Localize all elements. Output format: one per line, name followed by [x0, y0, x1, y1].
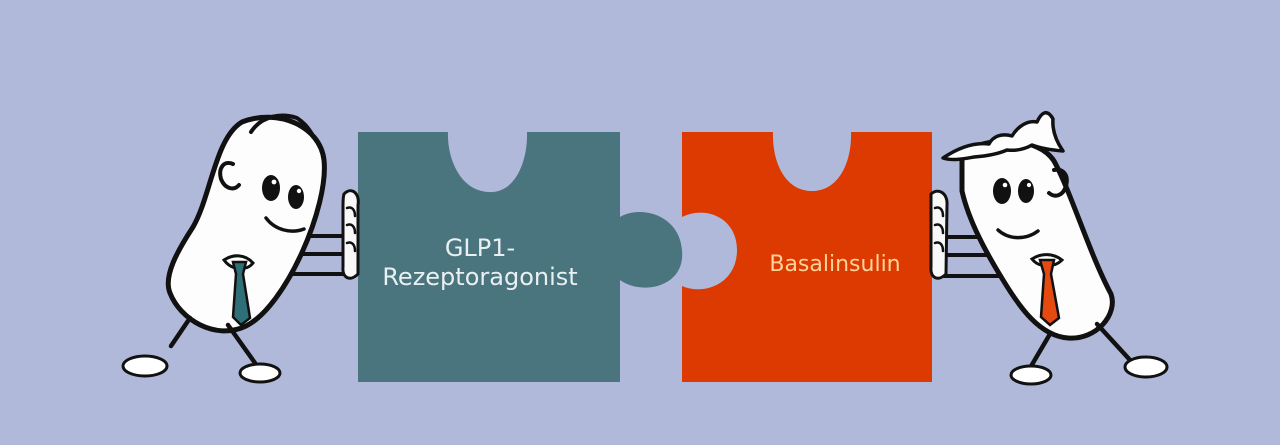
- right-character-hair: [941, 111, 1065, 162]
- right-character-eye-left-shine: [1002, 182, 1008, 188]
- right-character-foot-left: [1009, 364, 1053, 386]
- right-character-mouth: [996, 228, 1040, 240]
- right-character-eye-right: [1018, 179, 1034, 203]
- right-character-legs: [1027, 321, 1133, 371]
- right-character-hand-fingers: [933, 206, 945, 253]
- right-character-front-hand: [929, 189, 949, 280]
- left-character-foot-left: [121, 354, 169, 378]
- right-puzzle-label: Basalinsulin: [769, 252, 901, 277]
- right-character: [929, 111, 1169, 386]
- right-character-foot-right: [1123, 355, 1169, 379]
- left-character-foot-right: [238, 362, 282, 384]
- left-character-eye-right: [288, 185, 304, 209]
- right-character-eye-right-shine: [1026, 182, 1032, 188]
- left-puzzle-label: GLP1- Rezeptoragonist: [360, 234, 600, 292]
- left-character-body: [165, 114, 327, 334]
- left-puzzle-label-line-1: GLP1-: [444, 234, 516, 262]
- left-character-mouth: [264, 216, 306, 233]
- right-character-tie: [1038, 258, 1061, 327]
- left-character-legs: [168, 315, 258, 366]
- left-puzzle-piece: [358, 132, 683, 382]
- left-character-hair: [249, 113, 314, 136]
- right-puzzle-piece: [682, 132, 932, 382]
- left-character: [121, 113, 360, 384]
- right-character-ear: [1047, 167, 1069, 198]
- left-character-eye-right-shine: [296, 188, 302, 194]
- left-character-ear: [218, 161, 241, 191]
- left-character-tie: [231, 260, 252, 327]
- left-character-front-hand: [341, 189, 360, 280]
- left-character-eye-left: [262, 175, 280, 201]
- left-puzzle-label-line-2: Rezeptoragonist: [382, 262, 578, 291]
- left-character-eye-left-shine: [271, 179, 277, 185]
- right-character-eye-left: [993, 178, 1011, 204]
- left-character-hand-fingers: [345, 206, 357, 253]
